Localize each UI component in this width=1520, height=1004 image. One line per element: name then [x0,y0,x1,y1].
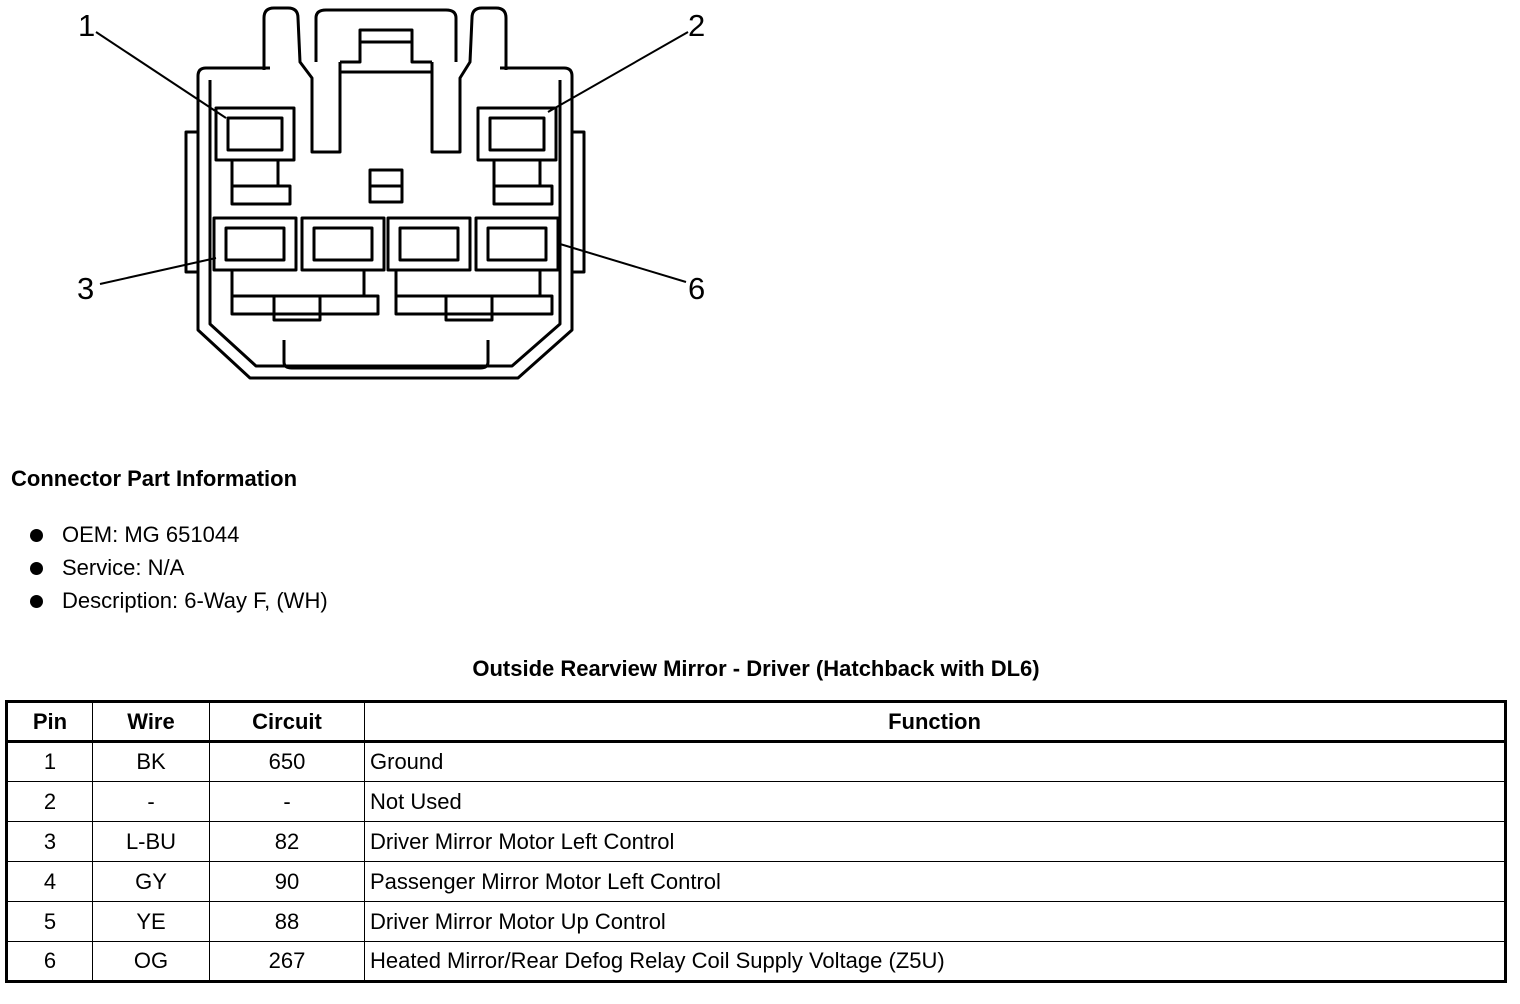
table-row: 4 GY 90 Passenger Mirror Motor Left Cont… [6,861,1506,902]
table-row: 1 BK 650 Ground [6,741,1506,782]
center-lock-outer [314,8,458,62]
cavity-pin-1 [214,106,296,162]
part-info-oem: OEM: MG 651044 [62,522,240,547]
bottom-rib [282,340,490,370]
header-wire: Wire [92,701,210,743]
cell-pin: 6 [6,941,93,982]
cell-function: Driver Mirror Motor Left Control [364,821,1506,862]
cell-pin: 2 [6,781,93,822]
part-info-service: Service: N/A [62,555,185,580]
bullet-icon [30,595,43,608]
cell-pin: 3 [6,821,93,862]
cavity-pin-4 [300,216,386,272]
callout-pin-1: 1 [78,8,95,43]
table-row: 5 YE 88 Driver Mirror Motor Up Control [6,901,1506,942]
table-row: 3 L-BU 82 Driver Mirror Motor Left Contr… [6,821,1506,862]
callout-pin-2: 2 [688,8,705,43]
header-pin: Pin [6,701,93,743]
table-title: Outside Rearview Mirror - Driver (Hatchb… [472,656,1040,681]
cell-circuit: 90 [209,861,365,902]
cell-wire: OG [92,941,210,982]
right-latch-arm [430,6,508,154]
cell-wire: L-BU [92,821,210,862]
leader-pin-1 [95,31,227,119]
cell-circuit: 82 [209,821,365,862]
bullet-icon [30,562,43,575]
right-side-rib [572,130,586,274]
table-row: 2 - - Not Used [6,781,1506,822]
list-item: Service: N/A [30,553,328,586]
cell-wire: GY [92,861,210,902]
cell-function: Heated Mirror/Rear Defog Relay Coil Supp… [364,941,1506,982]
cavity-pin-2 [476,106,558,162]
cell-circuit: 88 [209,901,365,942]
cell-wire: - [92,781,210,822]
center-lock-tab [340,28,432,64]
part-info-description: Description: 6-Way F, (WH) [62,588,328,613]
callout-pin-3: 3 [77,271,94,306]
cell-wire: YE [92,901,210,942]
part-info-list: OEM: MG 651044 Service: N/A Description:… [30,520,328,619]
leader-pin-2 [547,31,689,113]
section-heading-part-info: Connector Part Information [11,466,298,491]
cell-pin: 4 [6,861,93,902]
cell-wire: BK [92,741,210,782]
cavity-pin-3 [212,216,298,272]
table-header-row: Pin Wire Circuit Function [6,701,1506,743]
connector-body-inner [208,80,562,368]
cell-circuit: 267 [209,941,365,982]
cavity-pin-5 [386,216,472,272]
left-latch-arm [262,6,342,154]
cell-function: Not Used [364,781,1506,822]
leader-pin-6 [559,243,687,283]
cell-function: Driver Mirror Motor Up Control [364,901,1506,942]
cell-circuit: 650 [209,741,365,782]
leader-pin-3 [99,257,217,285]
cell-pin: 1 [6,741,93,782]
header-circuit: Circuit [209,701,365,743]
cell-circuit: - [209,781,365,822]
cavity-pin-6 [474,216,560,272]
list-item: Description: 6-Way F, (WH) [30,586,328,619]
connector-body-outline [196,66,574,380]
bullet-icon [30,529,43,542]
connector-face-diagram: 1 2 3 6 [77,6,705,380]
header-function: Function [364,701,1506,743]
pinout-table: Pin Wire Circuit Function 1 BK 650 Groun… [5,700,1507,983]
list-item: OEM: MG 651044 [30,520,328,553]
cell-function: Ground [364,741,1506,782]
callout-pin-6: 6 [688,271,705,306]
cell-function: Passenger Mirror Motor Left Control [364,861,1506,902]
cell-pin: 5 [6,901,93,942]
left-side-rib [184,130,198,274]
table-row: 6 OG 267 Heated Mirror/Rear Defog Relay … [6,941,1506,982]
